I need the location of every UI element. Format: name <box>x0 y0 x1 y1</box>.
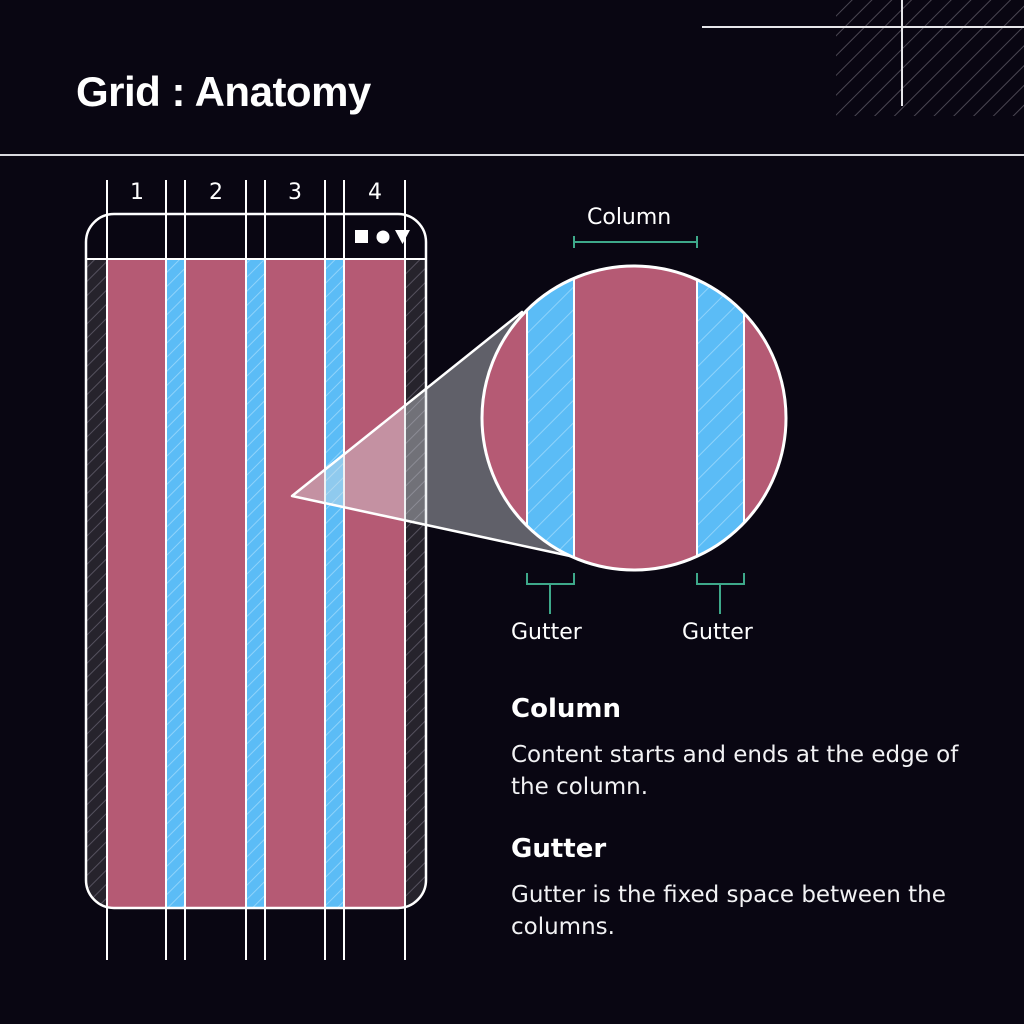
column-number-4: 4 <box>368 180 382 205</box>
lens-column <box>574 266 697 570</box>
square-icon <box>355 230 368 243</box>
gutter-bracket-left <box>526 573 575 614</box>
header-divider <box>0 154 1024 156</box>
column-number-2: 2 <box>209 180 223 205</box>
triangle-down-icon <box>395 230 410 244</box>
lens-gutter-right <box>697 266 744 570</box>
gutter-callout-label-right: Gutter <box>682 620 753 645</box>
grid-column-4 <box>344 259 405 908</box>
page-title: Grid : Anatomy <box>76 68 371 115</box>
gutter-definition-text: Gutter is the fixed space between the co… <box>511 882 946 940</box>
gutter-callout-label-left: Gutter <box>511 620 582 645</box>
lens-gutter-left <box>527 266 574 570</box>
decorative-crosshair <box>702 0 1024 116</box>
gutter-3 <box>325 259 344 908</box>
margin-left <box>86 259 107 908</box>
magnified-lens <box>482 266 786 570</box>
column-bracket <box>573 236 698 248</box>
column-number-3: 3 <box>288 180 302 205</box>
column-number-1: 1 <box>130 180 144 205</box>
grid-column-3 <box>265 259 325 908</box>
grid-column-2 <box>185 259 246 908</box>
gutter-1 <box>166 259 185 908</box>
column-definition-title: Column <box>511 694 621 724</box>
gutter-2 <box>246 259 265 908</box>
grid-guide-lines <box>106 180 406 960</box>
gutter-definition-title: Gutter <box>511 834 607 864</box>
circle-icon <box>376 230 390 244</box>
phone-mockup <box>86 214 426 908</box>
gutter-bracket-right <box>696 573 745 614</box>
grid-column-1 <box>107 259 166 908</box>
phone-outline <box>84 212 428 910</box>
margin-right <box>405 259 426 908</box>
lens-outline <box>480 264 788 572</box>
column-callout-label: Column <box>587 205 672 230</box>
column-definition-text: Content starts and ends at the edge of t… <box>511 742 959 800</box>
